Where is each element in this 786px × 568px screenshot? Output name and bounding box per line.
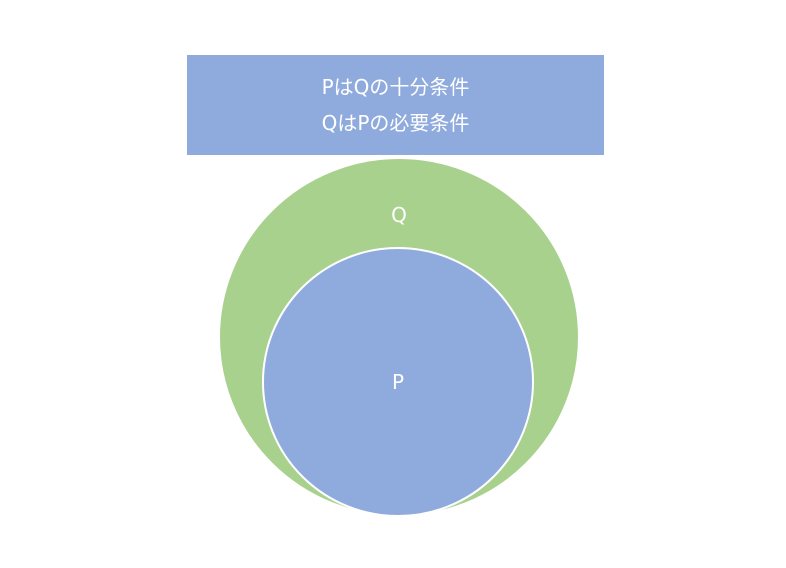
- inner-circle-p: [262, 247, 534, 517]
- necessary-condition-text: QはPの必要条件: [321, 111, 470, 135]
- sufficient-condition-text: PはQの十分条件: [321, 75, 470, 99]
- outer-circle-label: Q: [391, 203, 407, 227]
- inner-circle-label: P: [392, 370, 404, 394]
- condition-title-box: PはQの十分条件 QはPの必要条件: [187, 55, 604, 155]
